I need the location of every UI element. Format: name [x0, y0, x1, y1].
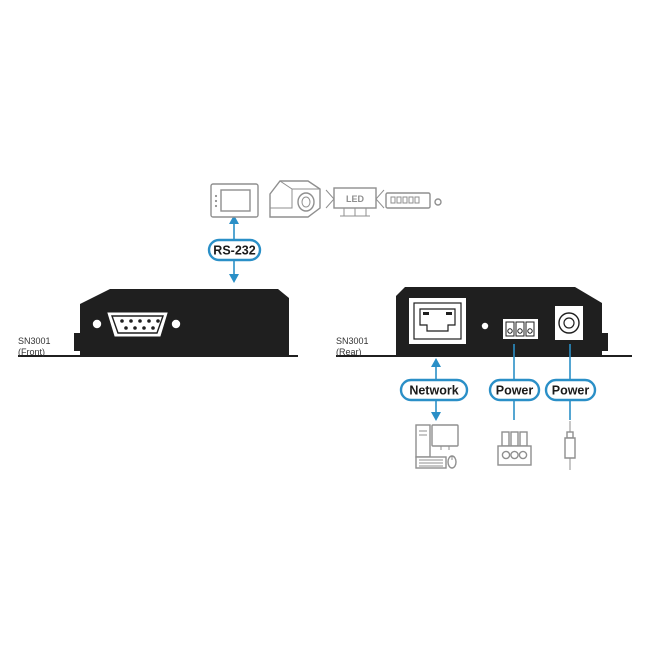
- rs232-label: RS-232: [213, 244, 255, 258]
- front-model-label: SN3001: [18, 336, 51, 346]
- switch-icon: [385, 192, 442, 209]
- front-screw-right: [171, 319, 181, 329]
- rear-view-label: (Rear): [336, 347, 362, 357]
- power-dc-link: Power: [544, 344, 597, 420]
- network-label-pill: [399, 378, 469, 402]
- power-dc-label-pill: [544, 378, 597, 402]
- dc-power-jack: [555, 306, 583, 340]
- rj45-network-port: [409, 298, 466, 344]
- rear-mounting-ear: [602, 333, 608, 351]
- rs232-arrow-down: [229, 274, 239, 283]
- dc-power-plug-icon: [564, 421, 576, 470]
- power-terminal-label-pill: [488, 378, 541, 402]
- network-label: Network: [409, 384, 458, 398]
- terminal-block-power-icon: [497, 431, 532, 466]
- network-link: Network: [399, 358, 469, 421]
- front-unit: SN3001 (Front): [18, 289, 298, 357]
- rs232-label-pill: [207, 238, 262, 262]
- network-arrow-down: [431, 412, 441, 421]
- power-dc-label: Power: [552, 384, 590, 398]
- touch-panel-icon: [210, 183, 259, 218]
- rear-model-label: SN3001: [336, 336, 369, 346]
- front-view-label: (Front): [18, 347, 45, 357]
- front-panel: [80, 289, 289, 357]
- network-arrow-up: [431, 358, 441, 367]
- rs232-db9-port: [107, 312, 168, 337]
- computer-icon: [415, 424, 459, 469]
- projector-icon: [269, 180, 321, 218]
- rear-unit: SN3001 (Rear): [336, 287, 632, 357]
- led-sign-icon: LED: [325, 187, 385, 217]
- rear-led-indicator: [481, 322, 489, 330]
- front-screw-left: [92, 319, 102, 329]
- rs232-arrow-up: [229, 215, 239, 224]
- front-mounting-ear: [74, 333, 80, 351]
- power-terminal-link: Power: [488, 344, 541, 420]
- terminal-block-power-port: [503, 319, 538, 339]
- led-sign-text: LED: [346, 194, 365, 204]
- rs232-link: RS-232: [207, 215, 262, 283]
- power-terminal-label: Power: [496, 384, 534, 398]
